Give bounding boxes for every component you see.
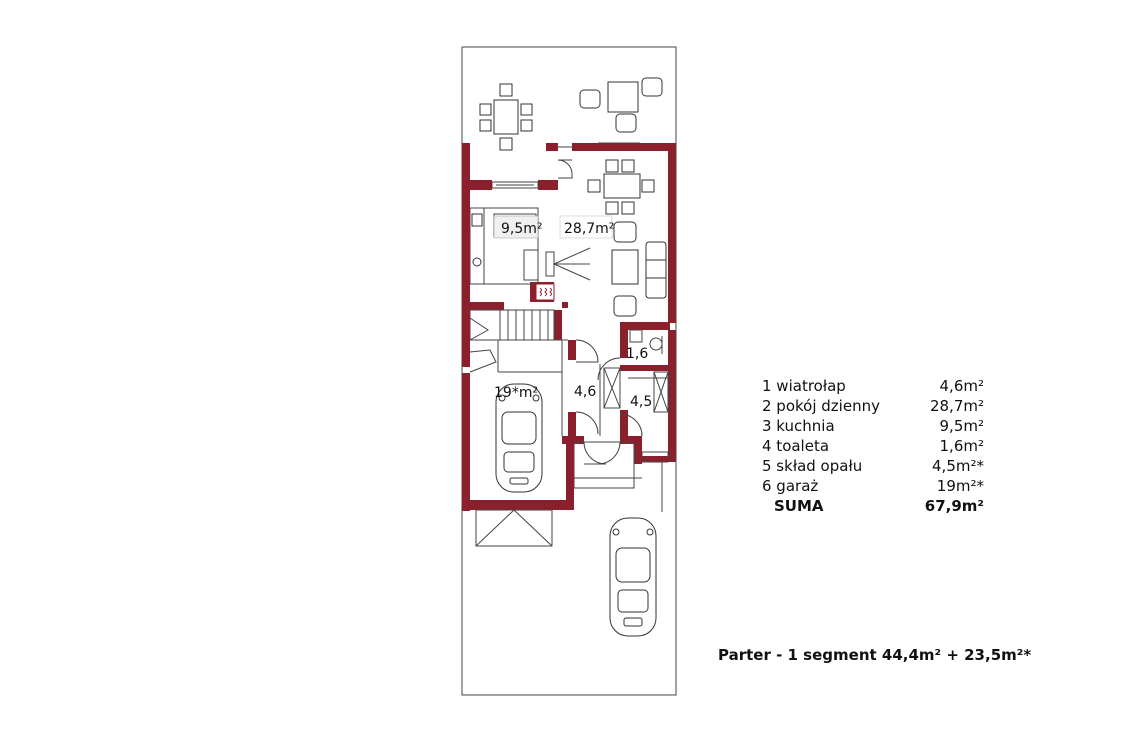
legend-room-area: 1,6m² (939, 437, 984, 455)
area-legend: 1 wiatrołap 4,6m² 2 pokój dzienny 28,7m²… (762, 376, 1002, 516)
garage-car-icon (495, 383, 543, 493)
legend-total-label: SUMA (774, 497, 824, 515)
legend-room-name: 6 garaż (762, 477, 819, 495)
sink-icon (472, 257, 482, 267)
living-set-icon (611, 221, 667, 317)
legend-row: 3 kuchnia 9,5m² (762, 416, 1002, 436)
walls (462, 143, 676, 511)
room-label-kitchen: 9,5m² (501, 221, 543, 237)
garden-lounge-set-icon (579, 77, 663, 133)
legend-row: 4 toaleta 1,6m² (762, 436, 1002, 456)
legend-total-area: 67,9m² (924, 497, 984, 515)
legend-row: 1 wiatrołap 4,6m² (762, 376, 1002, 396)
legend-room-name: 3 kuchnia (762, 417, 835, 435)
room-label-vestibule: 4,6 (574, 384, 596, 400)
legend-room-area: 19m²* (936, 477, 984, 495)
legend-total-row: SUMA 67,9m² (762, 496, 1002, 516)
legend-row: 5 skład opału 4,5m²* (762, 456, 1002, 476)
legend-room-area: 9,5m² (939, 417, 984, 435)
legend-room-name: 5 skład opału (762, 457, 863, 475)
driveway-car-icon (609, 517, 657, 637)
legend-room-name: 2 pokój dzienny (762, 397, 880, 415)
legend-room-name: 1 wiatrołap (762, 377, 846, 395)
room-label-toilet: 1,6 (626, 346, 648, 362)
furniture (471, 77, 667, 317)
legend-row: 2 pokój dzienny 28,7m² (762, 396, 1002, 416)
legend-room-area: 28,7m² (929, 397, 984, 415)
legend-row: 6 garaż 19m²* (762, 476, 1002, 496)
floor-summary: Parter - 1 segment 44,4m² + 23,5m²* (718, 646, 1032, 664)
floor-plan: 9,5m² 28,7m² 19*m² 4,6 1,6 4,5 (461, 46, 677, 696)
room-label-garage: 19*m² (494, 385, 538, 401)
room-label-storage: 4,5 (630, 394, 652, 410)
room-label-living: 28,7m² (564, 221, 614, 237)
fireplace-icon (535, 283, 555, 301)
legend-room-area: 4,6m² (939, 377, 984, 395)
legend-room-name: 4 toaleta (762, 437, 830, 455)
dining-set-icon (587, 159, 655, 215)
legend-room-area: 4,5m²* (932, 457, 984, 475)
garden-dining-set-icon (479, 83, 533, 151)
